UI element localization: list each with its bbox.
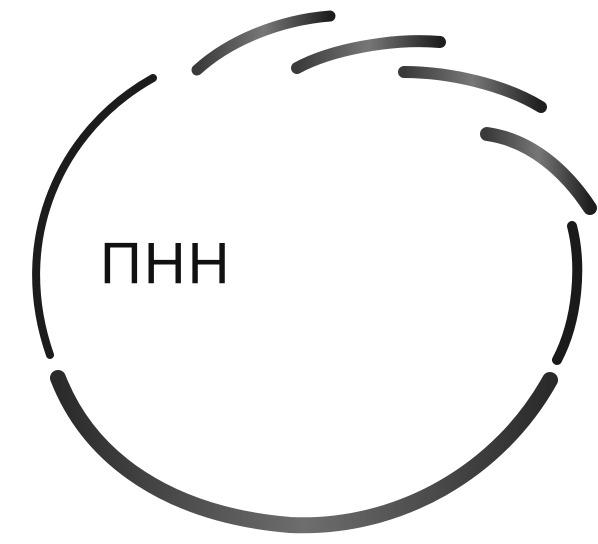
ring-segment-right-upper xyxy=(487,134,590,208)
ring-segment-top-right xyxy=(404,72,541,107)
ring-segment-left xyxy=(36,78,153,355)
diagram-label: ПНН xyxy=(100,231,231,296)
ring-segment-right xyxy=(557,226,577,360)
ring-segment-top-middle xyxy=(297,41,440,68)
ring-segment-bottom xyxy=(58,378,550,525)
